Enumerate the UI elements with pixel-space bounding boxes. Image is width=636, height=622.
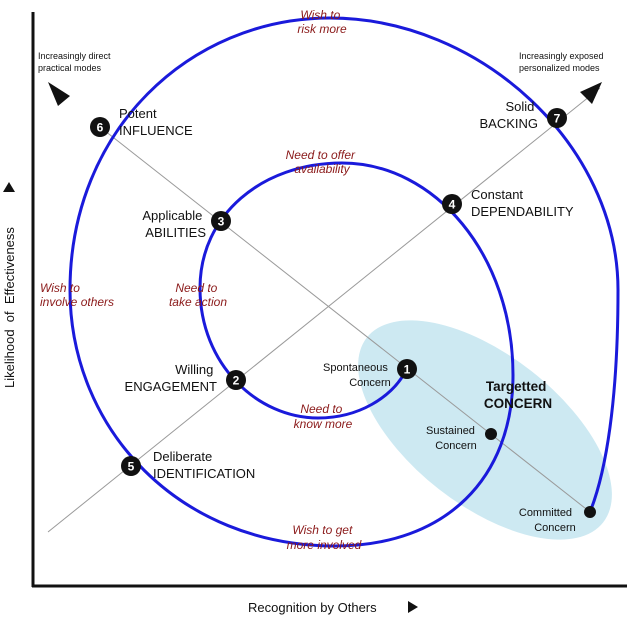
targeted-concern-title: Targetted CONCERN — [484, 379, 552, 411]
need-label-get-involved: Wish to get more involved — [287, 523, 362, 552]
node-7: 7 — [547, 108, 567, 128]
corner-label-top-left: Increasingly direct practical modes — [38, 51, 113, 73]
node-label-2: Willing ENGAGEMENT — [125, 362, 218, 394]
svg-text:4: 4 — [449, 198, 456, 212]
committed-concern-label: Committed Concern — [519, 507, 576, 534]
diagonal-line-exposed — [47, 87, 601, 533]
sustained-concern-label: Sustained Concern — [426, 425, 478, 452]
node-3: 3 — [211, 211, 231, 231]
node-2: 2 — [226, 370, 246, 390]
node-label-1: Spontaneous Concern — [323, 362, 391, 389]
node-label-4: Constant DEPENDABILITY — [471, 187, 574, 219]
arrow-up-left-icon — [48, 82, 70, 106]
sustained-concern-dot — [485, 428, 497, 440]
arrow-up-right-icon — [580, 82, 602, 104]
svg-text:2: 2 — [233, 374, 240, 388]
node-label-6: Potent INFLUENCE — [119, 106, 193, 138]
spiral-path — [68, 16, 620, 548]
node-label-3: Applicable ABILITIES — [142, 208, 206, 240]
corner-label-top-right: Increasingly exposed personalized modes — [519, 51, 606, 73]
targeted-concern-zone — [358, 320, 612, 540]
need-label-involve-others: Wish to involve others — [40, 281, 114, 309]
y-axis-label: Likelihood of Effectiveness — [2, 227, 17, 388]
need-label-offer: Need to offer availability — [286, 148, 359, 176]
node-label-5: Deliberate IDENTIFICATION — [153, 449, 255, 481]
x-axis-arrow-icon — [408, 601, 418, 613]
node-6: 6 — [90, 117, 110, 137]
svg-text:3: 3 — [218, 215, 225, 229]
svg-text:5: 5 — [128, 460, 135, 474]
need-label-take-action: Need to take action — [169, 281, 227, 309]
node-5: 5 — [121, 456, 141, 476]
svg-text:6: 6 — [97, 121, 104, 135]
need-label-risk: Wish to risk more — [297, 8, 347, 36]
svg-text:7: 7 — [554, 112, 561, 126]
node-1: 1 — [397, 359, 417, 379]
diagonal-line-direct — [99, 126, 591, 513]
x-axis-label: Recognition by Others — [248, 600, 377, 615]
node-4: 4 — [442, 194, 462, 214]
committed-concern-dot — [584, 506, 596, 518]
need-label-know-more: Need to know more — [294, 402, 353, 431]
svg-text:1: 1 — [404, 363, 411, 377]
y-axis-arrow-icon — [3, 182, 15, 192]
node-label-7: Solid BACKING — [479, 99, 538, 131]
